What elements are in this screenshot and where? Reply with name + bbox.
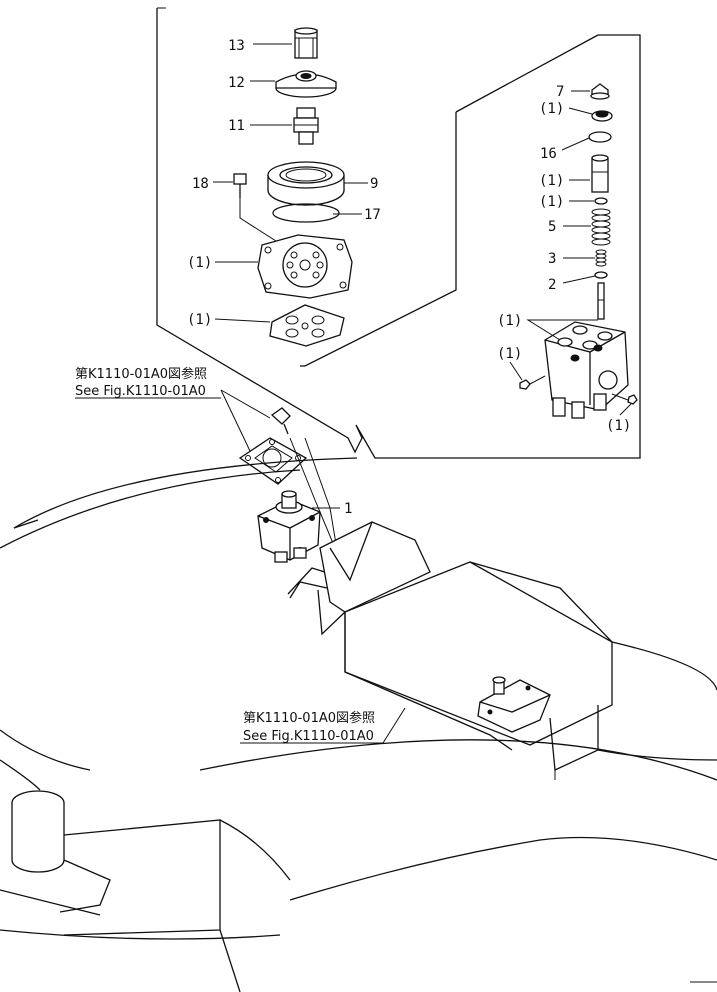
label-plug-right: (1) [606,418,631,434]
part-armrest-valve [477,676,551,733]
part-2-retainer [594,271,608,279]
label-piston: (1) [539,173,564,189]
leader-plug-left [509,361,523,381]
label-main: 1 [344,501,352,517]
label-13: 13 [228,38,245,54]
label-12: 12 [228,75,245,91]
part-flange-gasket [238,437,308,485]
label-seat: (1) [539,101,564,117]
leader-2 [562,275,596,284]
part-7-cap [590,83,610,100]
label-9: 9 [370,176,378,192]
part-1-seat [591,110,613,122]
part-12-plate [275,70,337,98]
part-1-plug-right [611,393,638,405]
leader-16 [561,137,590,151]
label-gasket-plate: (1) [187,255,212,271]
frame-diagonal-top [455,34,599,113]
label-16: 16 [540,146,557,162]
leader-valve-body [526,319,598,341]
label-gasket: (1) [187,312,212,328]
part-push-rod [597,282,605,320]
label-5: 5 [548,219,556,235]
part-9-cover [267,161,345,206]
ref-bottom-en: See Fig.K1110-01A0 [243,729,374,744]
ref-bottom-jp: 第K1110-01A0図参照 [243,710,375,726]
part-11-joint [293,107,319,145]
part-1-piston [591,154,609,193]
leader-18-down [239,198,291,251]
ref-bottom-arrow [382,707,406,744]
label-2: 2 [548,277,556,293]
part-1-washer [594,197,608,205]
part-1-pilot-valve-assembly [257,490,321,563]
label-valve-body: (1) [497,313,522,329]
frame-diagonal-bottom [300,112,457,367]
part-18-bolt [233,173,247,198]
part-1-plug-left [519,375,546,390]
ref-top-jp: 第K1110-01A0図参照 [75,366,207,382]
leader-gasket [214,318,271,323]
leader-seat [568,107,593,115]
part-16-ring [588,131,612,143]
label-11: 11 [228,118,245,134]
part-3-spring [595,249,607,267]
ref-top-en: See Fig.K1110-01A0 [75,384,206,399]
label-7: 7 [556,84,564,100]
leader-plug-right [619,403,632,416]
part-1-gasket-plate [257,234,353,299]
part-13-nut [294,27,318,59]
ref-top-arrow-2 [220,389,271,419]
label-17: 17 [364,207,381,223]
label-plug-left: (1) [497,346,522,362]
exploded-view-frame [156,8,641,459]
part-5-spring [591,208,611,246]
part-1-valve-body [544,321,629,419]
ref-top-arrow-1 [220,389,251,452]
part-17-o-ring [272,203,340,223]
label-washer: (1) [539,194,564,210]
label-18: 18 [192,176,209,192]
part-1-gasket [269,304,345,347]
label-3: 3 [548,251,556,267]
part-small-bolt [270,407,291,435]
